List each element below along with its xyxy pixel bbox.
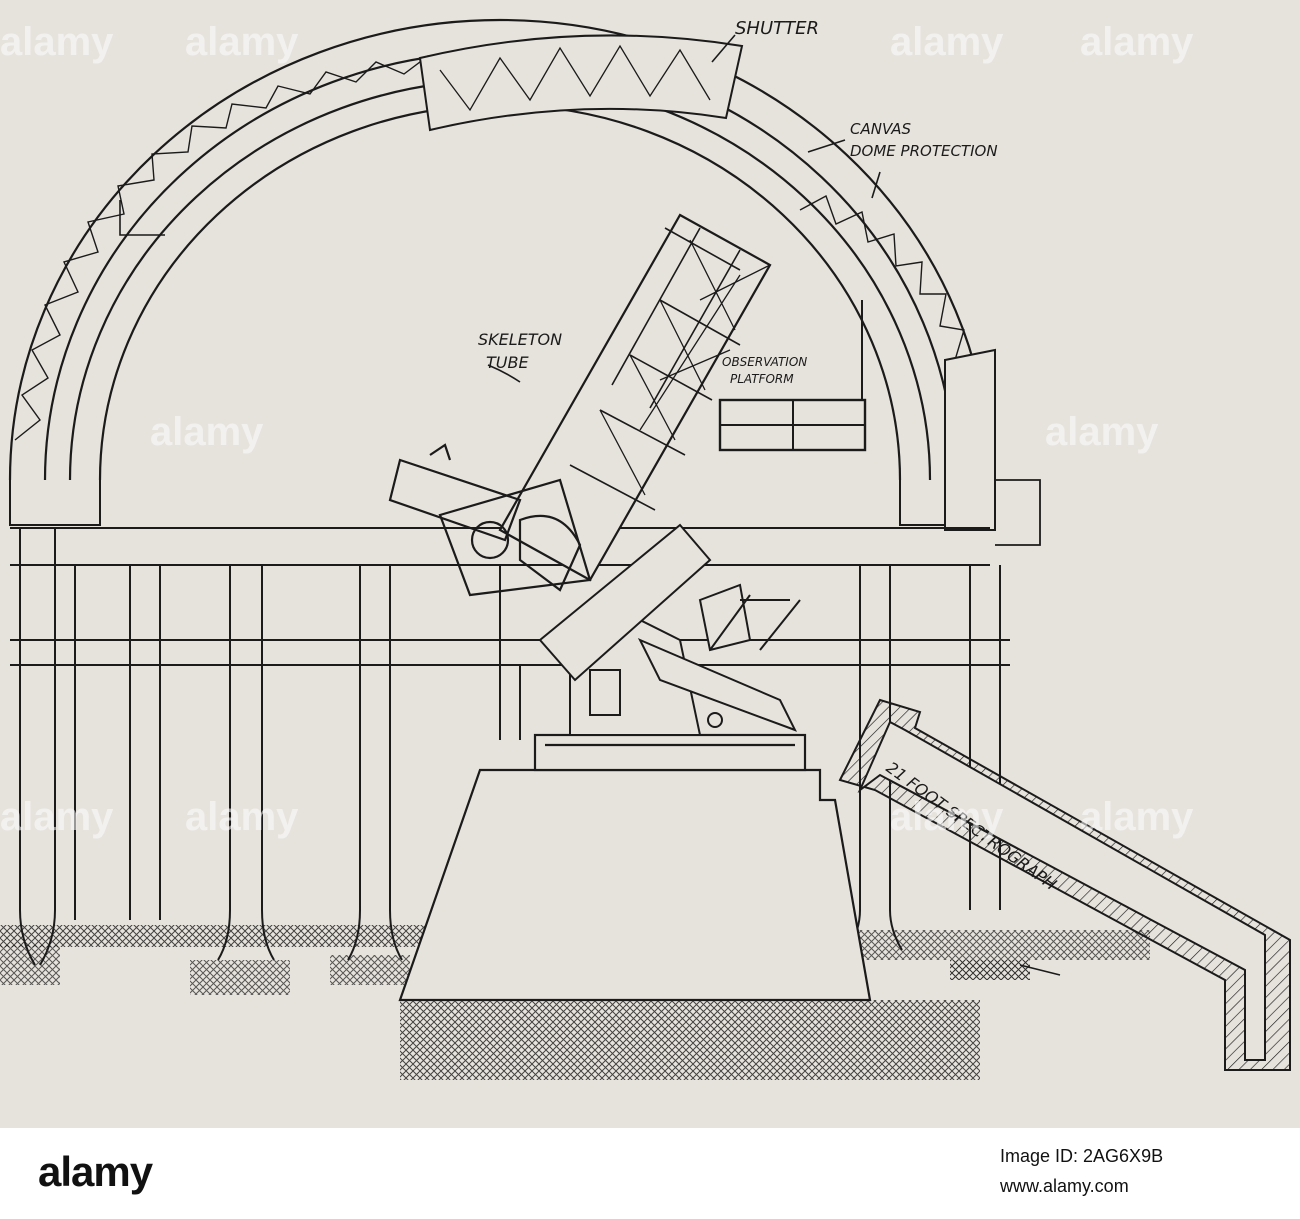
observatory-diagram: SHUTTER CANVAS DOME PROTECTION SKELETON … [0, 18, 1291, 1080]
dome-structure [8, 18, 1041, 546]
image-id-text: Image ID: 2AG6X9B [1000, 1146, 1164, 1166]
telescope-pier [398, 733, 872, 1002]
observation-label-line2: PLATFORM [730, 372, 794, 386]
site-url-text: www.alamy.com [1000, 1176, 1129, 1196]
shutter-label: SHUTTER [735, 18, 819, 39]
watermark-text: alamy [0, 20, 114, 64]
canvas-label-line2: DOME PROTECTION [850, 142, 998, 160]
watermarks: alamy alamy alamy alamy alamy alamy alam… [0, 20, 1194, 839]
canvas-label-line1: CANVAS [850, 120, 911, 138]
watermark-text: alamy [150, 410, 264, 454]
spectrograph-housing [838, 698, 1291, 1071]
watermark-text: alamy [1045, 410, 1159, 454]
watermark-text: alamy [0, 795, 114, 839]
label-arrows [487, 34, 1061, 976]
ground-hatching [0, 925, 1150, 1080]
skeleton-tube [388, 213, 772, 597]
watermark-text: alamy [185, 20, 299, 64]
watermark-text: alamy [1080, 20, 1194, 64]
watermark-text: alamy [185, 795, 299, 839]
telescope-mount [538, 523, 801, 736]
skeleton-label-line2: TUBE [486, 353, 529, 372]
watermark-text: alamy [1080, 795, 1194, 839]
footer-logo: alamy [38, 1148, 153, 1195]
footer-bar: alamy Image ID: 2AG6X9B www.alamy.com [0, 1128, 1300, 1219]
watermark-text: alamy [890, 20, 1004, 64]
building-frame [10, 300, 1010, 966]
observation-label-line1: OBSERVATION [722, 355, 807, 369]
skeleton-label-line1: SKELETON [478, 330, 562, 349]
watermark-text: alamy [890, 795, 1004, 839]
